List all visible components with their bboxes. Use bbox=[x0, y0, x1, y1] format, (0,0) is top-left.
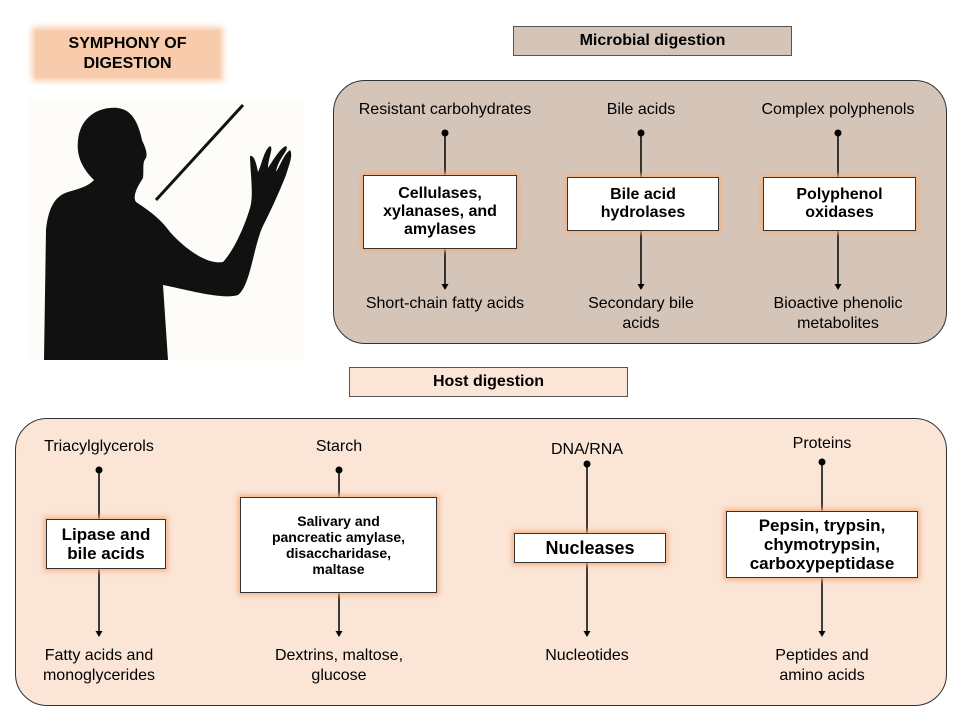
microbial-product-label: Short-chain fatty acids bbox=[365, 295, 525, 312]
diagram-title: SYMPHONY OF DIGESTION bbox=[35, 30, 220, 78]
host-substrate-label: Starch bbox=[315, 438, 363, 455]
arrowhead-icon bbox=[583, 631, 591, 637]
microbial-product-label: Bioactive phenolic metabolites bbox=[773, 295, 903, 332]
microbial-substrate-label: Resistant carbohydrates bbox=[358, 101, 532, 118]
arrowhead-icon bbox=[818, 631, 826, 637]
host-enzyme-box: Salivary and pancreatic amylase, disacch… bbox=[240, 497, 437, 593]
microbial-enzyme-box: Bile acid hydrolases bbox=[567, 177, 719, 231]
microbial-enzyme-box: Cellulases, xylanases, and amylases bbox=[363, 175, 517, 249]
host-enzyme-box: Pepsin, trypsin, chymotrypsin, carboxype… bbox=[726, 511, 918, 578]
arrowhead-icon bbox=[441, 284, 449, 290]
host-substrate-label: Proteins bbox=[792, 435, 852, 452]
microbial-product-label: Secondary bile acids bbox=[588, 295, 694, 332]
host-product-label: Peptides and amino acids bbox=[775, 647, 869, 684]
microbial-digestion-header: Microbial digestion bbox=[513, 26, 792, 56]
arrowhead-icon bbox=[637, 284, 645, 290]
host-substrate-label: Triacylglycerols bbox=[44, 438, 154, 455]
host-substrate-label: DNA/RNA bbox=[550, 441, 623, 458]
host-product-label: Dextrins, maltose, glucose bbox=[274, 647, 404, 684]
host-product-label: Nucleotides bbox=[545, 647, 629, 664]
host-enzyme-box: Lipase and bile acids bbox=[46, 519, 166, 569]
host-enzyme-box: Nucleases bbox=[514, 533, 666, 563]
arrowhead-icon bbox=[834, 284, 842, 290]
microbial-substrate-label: Bile acids bbox=[606, 101, 676, 118]
microbial-enzyme-box: Polyphenol oxidases bbox=[763, 177, 916, 231]
host-digestion-header: Host digestion bbox=[349, 367, 628, 397]
arrowhead-icon bbox=[335, 631, 343, 637]
microbial-substrate-label: Complex polyphenols bbox=[761, 101, 915, 118]
host-product-label: Fatty acids and monoglycerides bbox=[42, 647, 156, 684]
conductor-silhouette-icon bbox=[28, 100, 305, 360]
arrowhead-icon bbox=[95, 631, 103, 637]
